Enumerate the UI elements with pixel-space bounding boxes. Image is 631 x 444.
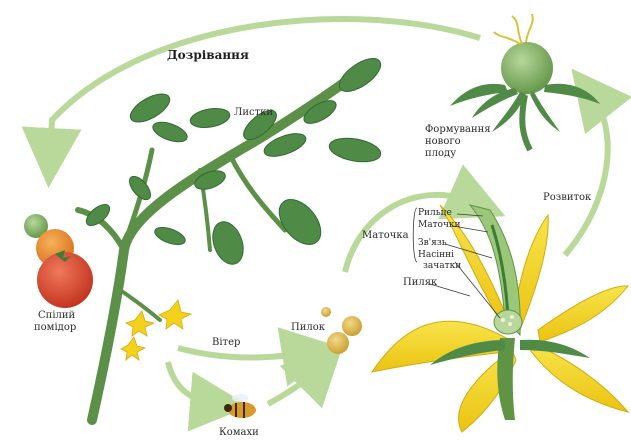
ovules-label-line1: Насінні	[418, 250, 454, 260]
flower-cross-section	[372, 205, 628, 432]
style-label: Зв'язь	[418, 238, 447, 248]
ripe-tomato-label-line2: помідор	[34, 322, 76, 333]
ovules-label-line2: зачатки	[423, 261, 461, 271]
new-fruit-label-line3: плоду	[425, 148, 456, 159]
wind-label: Вітер	[212, 337, 240, 348]
leaves-label: Листки	[234, 107, 273, 118]
stigma-label: Рильце	[418, 208, 452, 218]
ripe-tomato-label-line1: Спілий	[38, 310, 75, 321]
tomato-plant	[24, 52, 386, 420]
insect-arrow-2	[268, 366, 322, 404]
insects-label: Комахи	[219, 427, 259, 438]
anther-label: Пиляк	[403, 277, 437, 288]
new-fruit-label-line2: нового	[425, 136, 461, 147]
pollen-grains	[321, 307, 362, 354]
bee-icon	[224, 394, 256, 418]
insect-arrow-1	[168, 362, 220, 404]
ripening-title: Дозрівання	[167, 50, 249, 61]
pistil-group-label: Маточка	[362, 230, 409, 241]
new-fruit-label-line1: Формування	[425, 124, 491, 135]
pollen-label: Пилок	[291, 322, 325, 333]
pistil-label: Маточки	[418, 220, 461, 230]
development-arrow	[565, 92, 608, 255]
wind-arrow	[178, 348, 312, 358]
development-label: Розвиток	[543, 192, 591, 203]
